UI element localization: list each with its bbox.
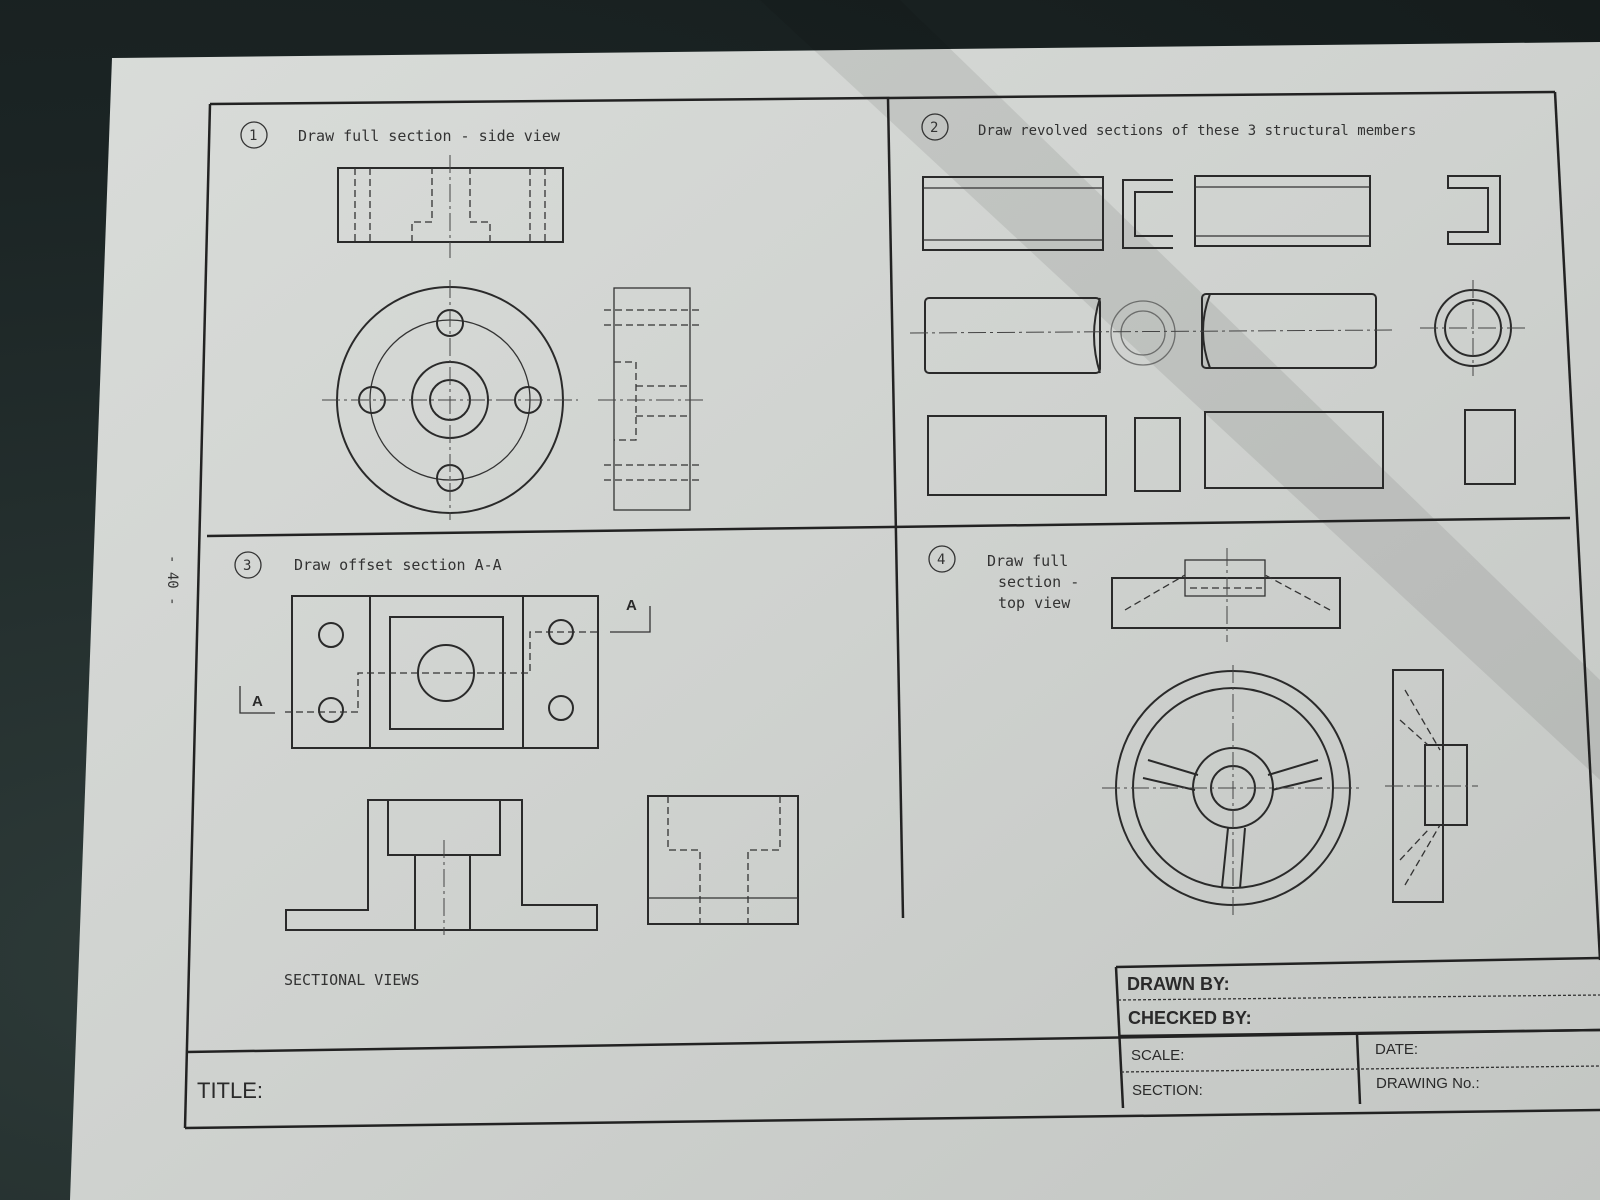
exercise-4: 4 Draw full section - top view: [928, 545, 1478, 918]
checked-by-label: CHECKED BY:: [1128, 1008, 1252, 1028]
exercise-number: 2: [930, 120, 938, 136]
exercise-instruction: Draw full section - side view: [298, 127, 561, 145]
exercise-number: 4: [937, 552, 945, 568]
drawing-no-label: DRAWING No.:: [1376, 1075, 1480, 1092]
scale-label: SCALE:: [1131, 1047, 1184, 1064]
section-marker-right: A: [626, 597, 637, 614]
title-block: DRAWN BY: CHECKED BY: SCALE: SECTION: DA…: [197, 956, 1600, 1109]
exercise-number-badge: [928, 545, 956, 573]
title-label: TITLE:: [197, 1078, 263, 1103]
exercise-number-badge: [921, 113, 949, 141]
drawn-by-label: DRAWN BY:: [1127, 974, 1230, 994]
exercise-number: 3: [243, 558, 251, 574]
exercise-number-badge: [234, 551, 262, 579]
svg-text:top view: top view: [998, 594, 1071, 612]
exercise-3: 3 Draw offset section A-A A A SECTIONAL …: [234, 551, 799, 989]
exercise-number: 1: [249, 128, 257, 144]
exercise-1: 1 Draw full section - side view: [240, 121, 706, 520]
sectional-views-caption: SECTIONAL VIEWS: [284, 971, 419, 989]
shadow-band: [760, 0, 1600, 780]
section-marker-left: A: [252, 693, 263, 710]
section-label: SECTION:: [1132, 1082, 1203, 1099]
exercise-number-badge: [240, 121, 268, 149]
exercise-2: 2 Draw revolved sections of these 3 stru…: [909, 113, 1525, 496]
svg-text:section -: section -: [998, 573, 1079, 591]
exercise-instruction: Draw revolved sections of these 3 struct…: [978, 123, 1416, 139]
exercise-instruction: Draw offset section A-A: [294, 556, 502, 574]
svg-text:Draw full: Draw full: [987, 552, 1068, 570]
date-label: DATE:: [1375, 1041, 1418, 1058]
page-number: - 40 -: [164, 555, 180, 606]
